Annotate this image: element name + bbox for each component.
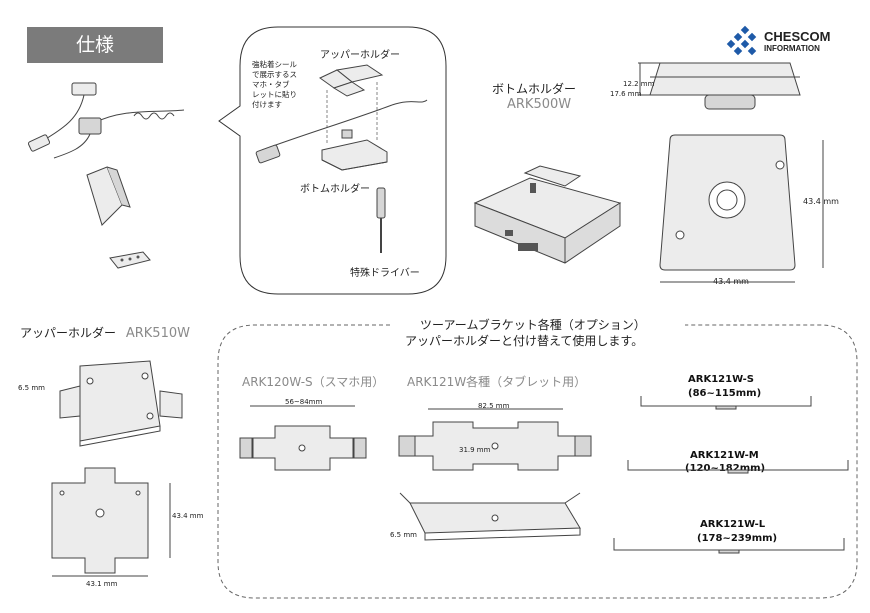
upper-holder-title: アッパーホルダー — [20, 326, 117, 340]
upper-holder-top-view — [51, 467, 171, 577]
sticker-note-line: 付けます — [252, 100, 282, 109]
brand-logo-icon — [726, 25, 757, 56]
options-heading: ツーアームブラケット各種（オプション） — [420, 318, 646, 332]
variant-m-range: (120~182mm) — [685, 463, 766, 474]
smartphone-bracket-dim: 56~84mm — [285, 398, 323, 406]
kit-upper-holder-label: アッパーホルダー — [320, 50, 400, 61]
kit-exploded-illustration — [255, 64, 428, 171]
brand-subname: INFORMATION — [764, 44, 820, 53]
bottom-dim-h1: 12.2 mm — [623, 80, 655, 88]
bottom-holder-top-view — [659, 134, 824, 283]
tablet-bracket-drawing — [398, 408, 592, 471]
options-frame — [217, 324, 858, 599]
upper-dim-width: 43.1 mm — [86, 580, 118, 588]
tablet-dim-thick: 6.5 mm — [390, 531, 417, 539]
bottom-holder-3d — [473, 165, 622, 264]
variant-l-name: ARK121W-L — [700, 519, 766, 530]
upper-holder-3d — [59, 360, 183, 447]
cable-illustration — [27, 82, 185, 159]
bottom-holder-title: ボトムホルダー — [492, 82, 577, 96]
sticker-note-line: マホ・タブ — [252, 80, 290, 89]
variant-s-range: (86~115mm) — [688, 388, 762, 399]
brand-logo: CHESCOM INFORMATION — [726, 25, 838, 57]
upper-dim-thick: 6.5 mm — [18, 384, 45, 392]
bottom-holder-side-view — [638, 62, 801, 110]
variant-s-name: ARK121W-S — [688, 374, 754, 385]
variant-m-drawing — [627, 460, 849, 474]
base-plate-illustration — [86, 166, 131, 226]
brand-name: CHESCOM — [764, 29, 831, 44]
tablet-dim-height: 31.9 mm — [459, 446, 491, 454]
variant-s-drawing — [640, 396, 812, 410]
bottom-dim-h2: 17.6 mm — [610, 90, 642, 98]
variant-l-range: (178~239mm) — [697, 533, 778, 544]
sticker-note-line: 強粘着シール — [252, 60, 297, 69]
bottom-dim-height: 43.4 mm — [803, 197, 839, 206]
tablet-bracket-3d — [399, 492, 581, 541]
upper-dim-height: 43.4 mm — [172, 512, 204, 520]
options-subheading: アッパーホルダーと付け替えて使用します。 — [405, 334, 644, 348]
sticker-note: 強粘着シール で展示するス マホ・タブ レットに貼り 付けます — [252, 60, 297, 110]
upper-holder-model: ARK510W — [125, 326, 190, 341]
screws-illustration — [109, 251, 151, 269]
sticker-note-line: で展示するス — [252, 70, 297, 79]
driver-illustration — [376, 187, 386, 253]
variant-m-name: ARK121W-M — [690, 450, 759, 461]
smartphone-bracket-drawing — [239, 405, 367, 471]
tablet-dim-width: 82.5 mm — [478, 402, 510, 410]
bottom-holder-model: ARK500W — [507, 97, 572, 112]
smartphone-bracket-title: ARK120W-S（スマホ用） — [242, 375, 385, 389]
tablet-bracket-title: ARK121W各種（タブレット用） — [407, 375, 587, 389]
kit-bottom-holder-label: ボトムホルダー — [300, 184, 370, 195]
kit-driver-label: 特殊ドライバー — [350, 268, 420, 279]
callout-bubble — [218, 26, 447, 295]
sticker-note-line: レットに貼り — [252, 90, 297, 99]
spec-badge: 仕様 — [27, 27, 163, 63]
bottom-dim-width: 43.4 mm — [713, 277, 749, 286]
variant-l-drawing — [613, 538, 845, 554]
upper-holder-heading: アッパーホルダー ARK510W — [20, 324, 190, 341]
